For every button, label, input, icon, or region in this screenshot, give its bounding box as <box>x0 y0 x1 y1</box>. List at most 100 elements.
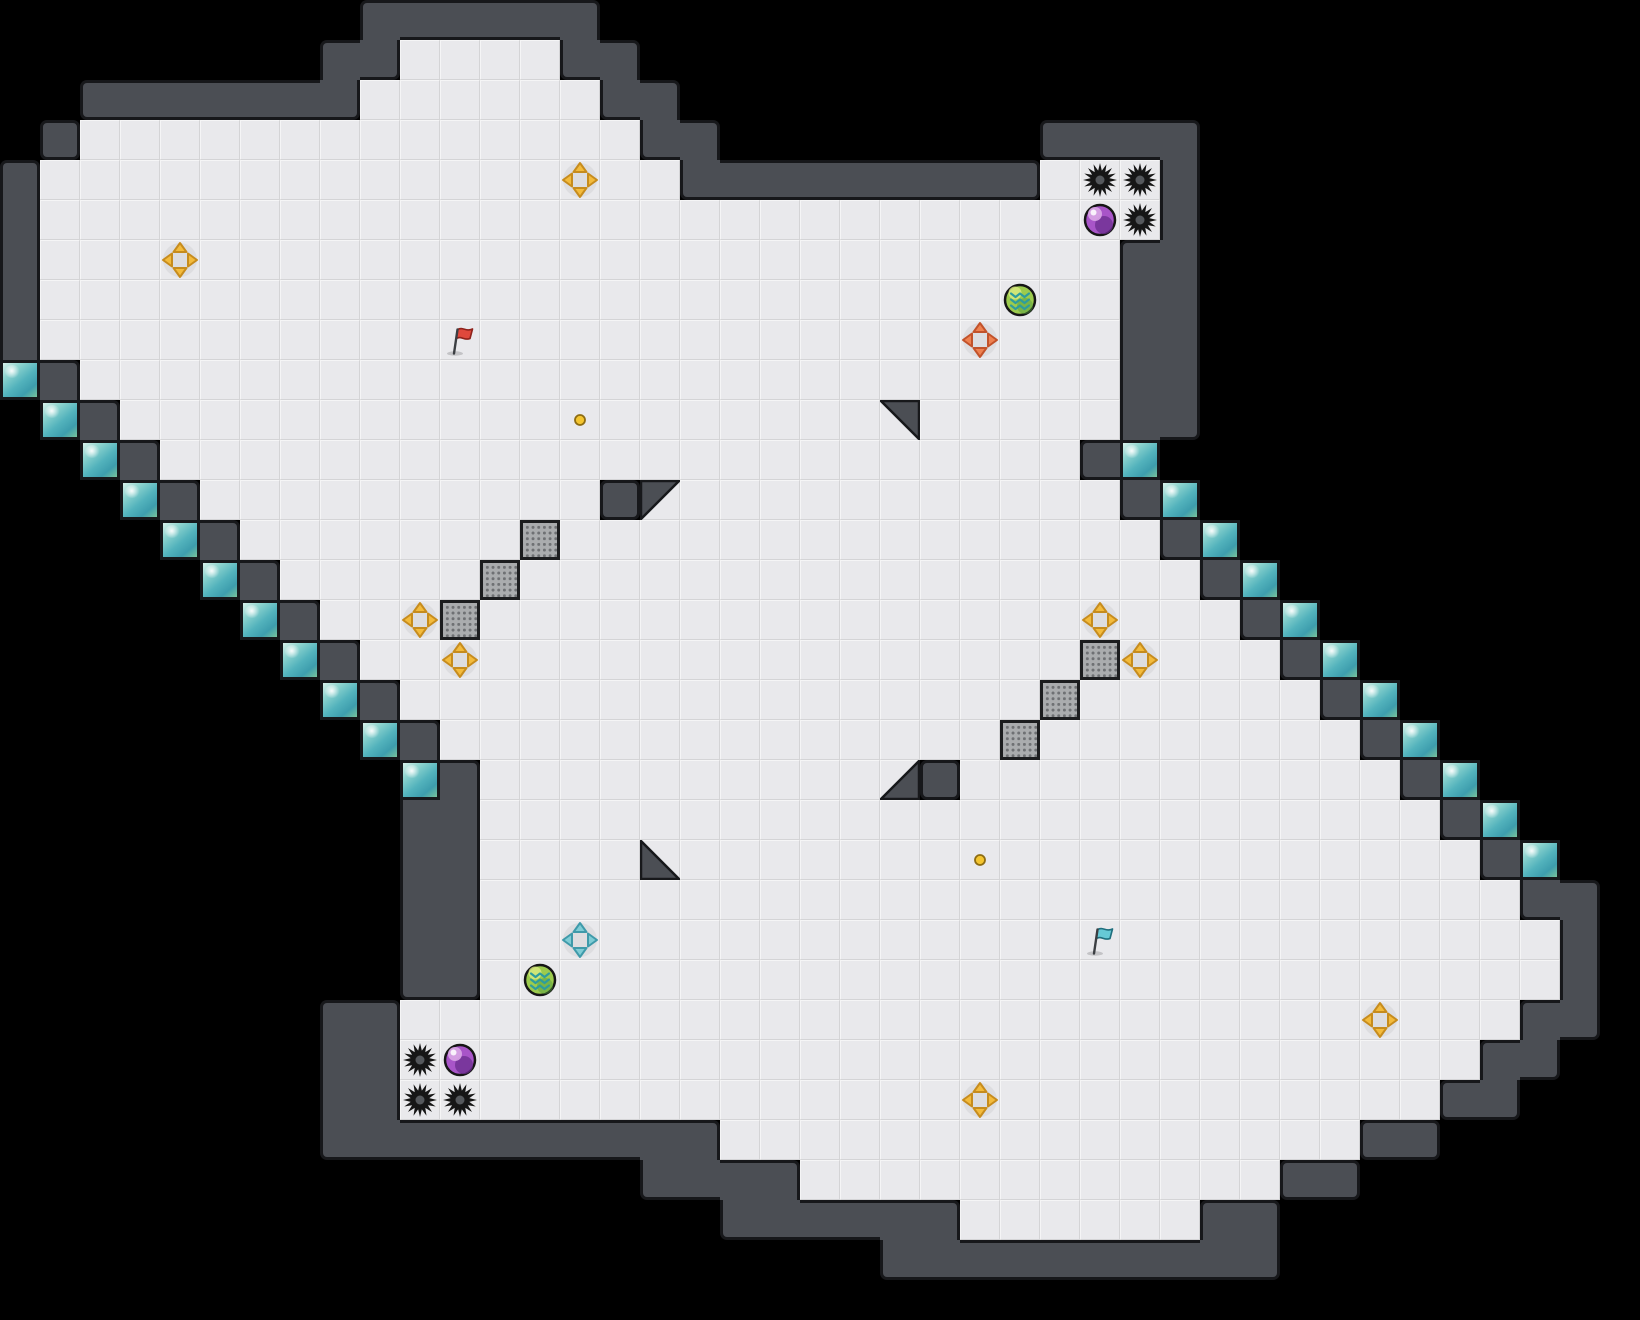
wall-tile <box>1160 520 1200 560</box>
floor-tile <box>80 280 120 320</box>
floor-tile <box>600 600 640 640</box>
floor-tile <box>1080 960 1120 1000</box>
wall-tile <box>0 200 40 240</box>
wall-shine <box>1285 605 1300 618</box>
floor-tile <box>240 120 280 160</box>
floor-tile <box>160 440 200 480</box>
floor-tile <box>1040 720 1080 760</box>
wall-tile <box>1400 760 1440 800</box>
floor-tile <box>880 480 920 520</box>
floor-tile <box>520 1000 560 1040</box>
floor-tile <box>960 960 1000 1000</box>
floor-tile <box>960 1040 1000 1080</box>
wall-tile <box>680 1160 720 1200</box>
floor-tile <box>1040 960 1080 1000</box>
floor-tile <box>480 520 520 560</box>
floor-tile <box>640 640 680 680</box>
floor-tile <box>640 1080 680 1120</box>
floor-tile <box>800 960 840 1000</box>
wall-tile <box>1400 1120 1440 1160</box>
floor-tile <box>440 160 480 200</box>
floor-tile <box>800 1120 840 1160</box>
floor-tile <box>1080 760 1120 800</box>
floor-tile <box>360 80 400 120</box>
floor-tile <box>480 280 520 320</box>
floor-tile <box>960 1000 1000 1040</box>
floor-tile <box>200 280 240 320</box>
wall-tile <box>1200 1200 1240 1240</box>
floor-tile <box>880 440 920 480</box>
wall-tile <box>1560 960 1600 1000</box>
floor-tile <box>480 1000 520 1040</box>
floor-tile <box>440 120 480 160</box>
floor-tile <box>840 600 880 640</box>
floor-tile <box>800 760 840 800</box>
floor-tile <box>1280 760 1320 800</box>
floor-tile <box>600 320 640 360</box>
floor-tile <box>1320 840 1360 880</box>
floor-tile <box>120 320 160 360</box>
wall-tile <box>1080 120 1120 160</box>
floor-tile <box>840 320 880 360</box>
wall-tile <box>1160 1240 1200 1280</box>
floor-tile <box>440 680 480 720</box>
floor-tile <box>840 960 880 1000</box>
floor-tile <box>720 720 760 760</box>
floor-tile <box>1240 920 1280 960</box>
floor-tile <box>920 680 960 720</box>
floor-tile <box>800 1080 840 1120</box>
floor-tile <box>960 1120 1000 1160</box>
wall-wedge <box>640 480 680 520</box>
floor-tile <box>1480 1000 1520 1040</box>
wall-tile <box>200 520 240 560</box>
floor-tile <box>680 600 720 640</box>
floor-tile <box>1120 1200 1160 1240</box>
floor-tile <box>680 280 720 320</box>
floor-tile <box>800 360 840 400</box>
floor-tile <box>40 280 80 320</box>
floor-tile <box>640 400 680 440</box>
floor-tile <box>920 960 960 1000</box>
gate-tile <box>1080 640 1120 680</box>
wall-shine <box>85 445 100 458</box>
wall-tile <box>1040 1240 1080 1280</box>
floor-tile <box>640 720 680 760</box>
floor-tile <box>560 1080 600 1120</box>
wall-shine <box>1445 765 1460 778</box>
floor-tile <box>440 720 480 760</box>
floor-tile <box>240 400 280 440</box>
floor-tile <box>800 880 840 920</box>
floor-tile <box>1240 760 1280 800</box>
floor-tile <box>760 480 800 520</box>
wall-shine <box>1205 525 1220 538</box>
floor-tile <box>320 200 360 240</box>
floor-tile <box>320 120 360 160</box>
floor-tile <box>1040 1200 1080 1240</box>
wall-tile <box>1120 280 1160 320</box>
floor-tile <box>1280 880 1320 920</box>
floor-tile <box>480 960 520 1000</box>
wall-tile <box>400 960 440 1000</box>
floor-tile <box>840 560 880 600</box>
floor-tile <box>960 200 1000 240</box>
floor-tile <box>280 320 320 360</box>
floor-tile <box>880 1080 920 1120</box>
wall-tile <box>1240 600 1280 640</box>
diagonal-wall-tile <box>1440 760 1480 800</box>
wall-shine <box>1325 645 1340 658</box>
floor-tile <box>1000 520 1040 560</box>
floor-tile <box>560 640 600 680</box>
floor-tile <box>920 720 960 760</box>
wall-tile <box>400 0 440 40</box>
floor-tile <box>840 480 880 520</box>
floor-tile <box>840 880 880 920</box>
floor-tile <box>520 240 560 280</box>
floor-tile <box>720 840 760 880</box>
wall-tile <box>960 1240 1000 1280</box>
floor-tile <box>800 480 840 520</box>
floor-tile <box>880 240 920 280</box>
wall-tile <box>1160 160 1200 200</box>
blue-flag <box>1080 920 1120 960</box>
floor-tile <box>360 440 400 480</box>
